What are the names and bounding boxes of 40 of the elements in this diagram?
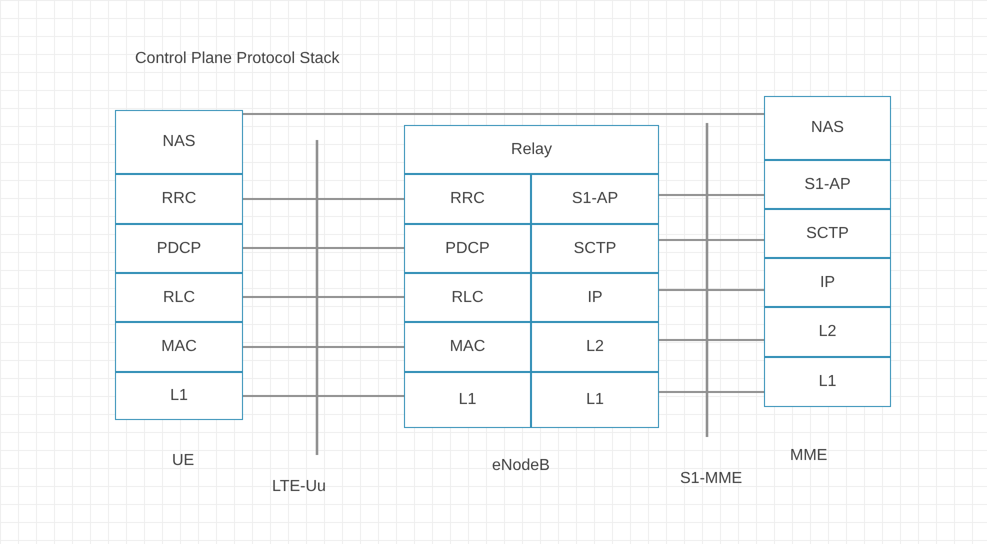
protocol-layer: RLC xyxy=(404,273,531,322)
connector-line xyxy=(243,113,764,115)
protocol-layer: SCTP xyxy=(764,209,891,258)
interface-label: S1-MME xyxy=(680,470,742,488)
protocol-layer: Relay xyxy=(404,125,659,174)
stack-label: eNodeB xyxy=(492,457,550,475)
protocol-layer: MAC xyxy=(404,322,531,372)
protocol-layer: L2 xyxy=(531,322,659,372)
protocol-layer: L2 xyxy=(764,307,891,357)
protocol-layer: RRC xyxy=(404,174,531,224)
connector-line xyxy=(659,194,764,196)
protocol-layer: RRC xyxy=(115,174,243,224)
diagram-title: Control Plane Protocol Stack xyxy=(135,50,340,68)
protocol-layer: NAS xyxy=(115,110,243,174)
stack-label: MME xyxy=(790,447,828,465)
protocol-layer: NAS xyxy=(764,96,891,160)
connector-line xyxy=(659,391,764,393)
interface-label: LTE-Uu xyxy=(272,478,326,496)
connector-line xyxy=(659,289,764,291)
protocol-layer: S1-AP xyxy=(531,174,659,224)
protocol-layer: IP xyxy=(764,258,891,307)
connector-line xyxy=(243,247,404,249)
protocol-layer: IP xyxy=(531,273,659,322)
connector-line xyxy=(243,395,404,397)
protocol-layer: L1 xyxy=(115,372,243,420)
protocol-layer: PDCP xyxy=(404,224,531,273)
connector-line xyxy=(243,296,404,298)
protocol-layer: MAC xyxy=(115,322,243,372)
protocol-layer: L1 xyxy=(531,372,659,428)
protocol-layer: SCTP xyxy=(531,224,659,273)
protocol-layer: S1-AP xyxy=(764,160,891,209)
protocol-layer: RLC xyxy=(115,273,243,322)
connector-line xyxy=(243,198,404,200)
protocol-layer: PDCP xyxy=(115,224,243,273)
protocol-layer: L1 xyxy=(764,357,891,407)
connector-line xyxy=(659,239,764,241)
connector-line xyxy=(243,346,404,348)
protocol-layer: L1 xyxy=(404,372,531,428)
connector-line xyxy=(659,339,764,341)
stack-label: UE xyxy=(172,452,194,470)
